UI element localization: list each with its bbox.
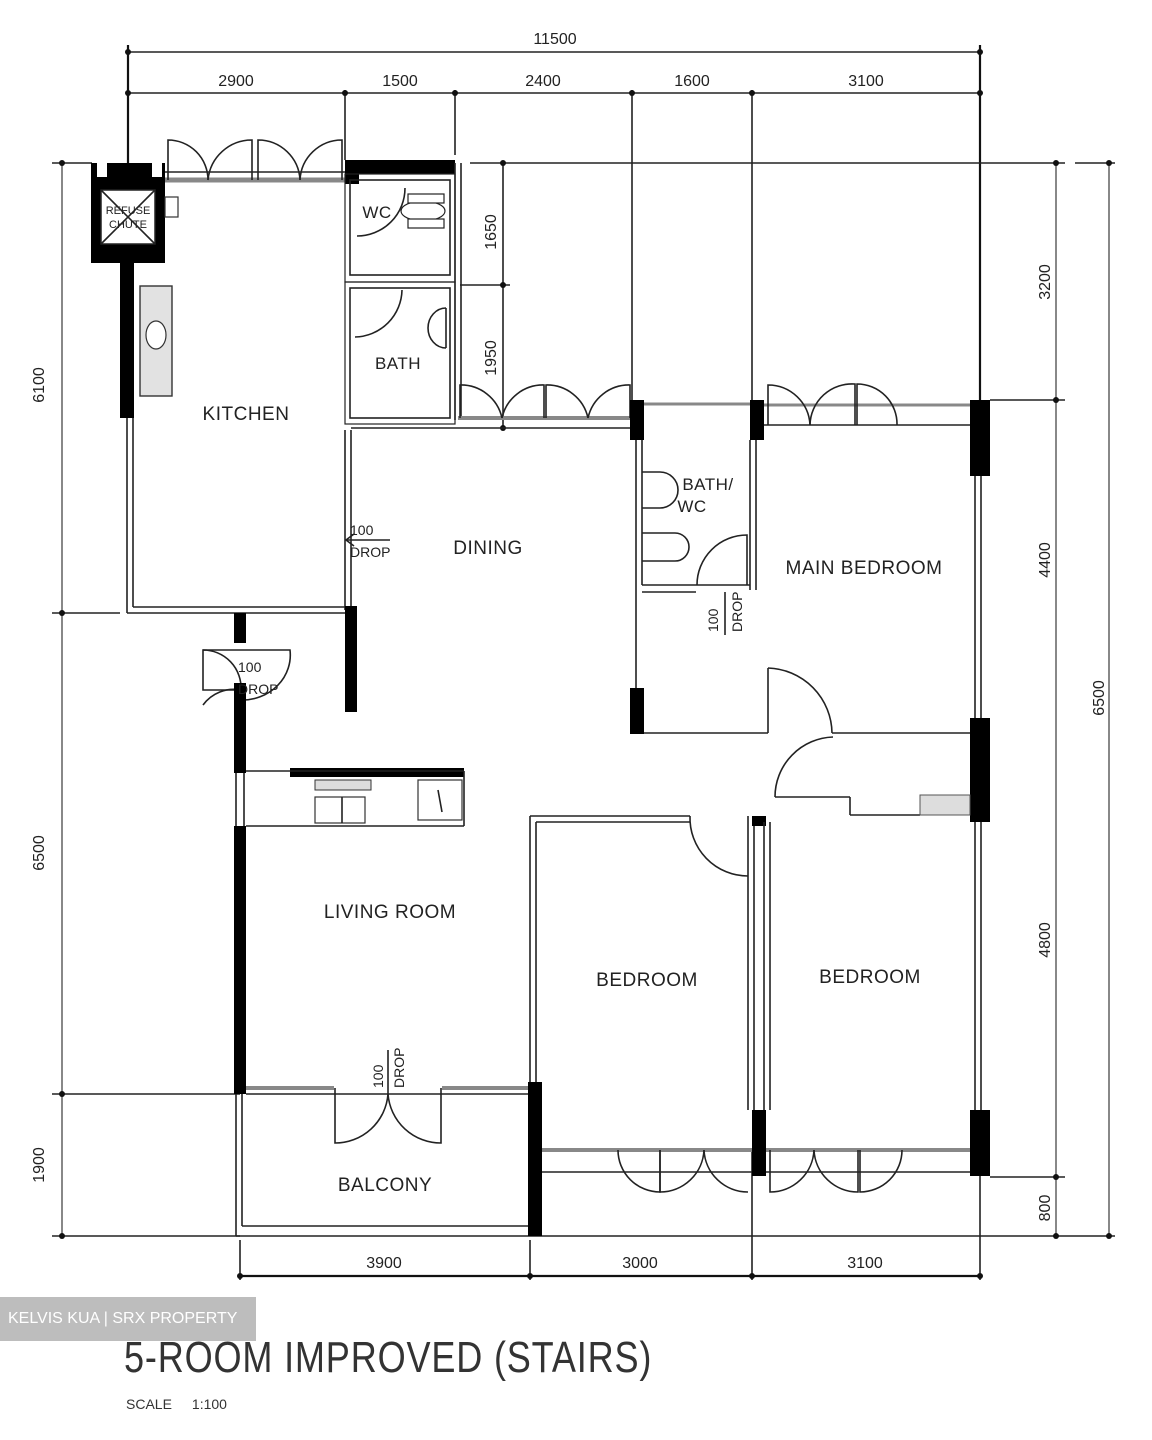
plan-title: 5-ROOM IMPROVED (STAIRS) [124, 1333, 653, 1382]
main-bedroom-walls [644, 383, 990, 734]
room-label-balcony: BALCONY [338, 1175, 432, 1196]
room-label-wc: WC [362, 203, 391, 222]
drop-label-living: DROP [238, 681, 278, 697]
drop-marker-dining [344, 533, 390, 547]
dim-wc: 1650 [483, 214, 500, 250]
living-room-walls [202, 649, 465, 1094]
dim-top-5: 3100 [848, 73, 884, 90]
dim-bottom-3: 3100 [847, 1255, 883, 1272]
wc-bath-block [344, 160, 456, 425]
right-dimension-lines [470, 160, 1115, 1239]
kitchen-walls [126, 171, 352, 614]
dim-top-3: 2400 [525, 73, 561, 90]
dim-bottom-2: 3000 [622, 1255, 658, 1272]
kitchen-doors [167, 139, 343, 181]
dim-top-total: 11500 [533, 31, 576, 48]
dim-top-2: 1500 [382, 73, 418, 90]
refuse-chute [91, 163, 165, 418]
room-label-bath-wc-1: BATH/ [682, 475, 733, 494]
room-label-bath: BATH [375, 354, 421, 373]
dim-right-2: 4400 [1037, 542, 1054, 578]
dim-right-3: 4800 [1037, 922, 1054, 958]
left-dimension-lines [52, 160, 240, 1239]
scale-label: SCALE [126, 1396, 172, 1412]
drop-value-dining: 100 [350, 522, 374, 538]
drop-value-master-bath: 100 [705, 608, 721, 632]
drop-value-living: 100 [238, 659, 262, 675]
corridor-store [774, 718, 990, 822]
room-label-bedroom-2: BEDROOM [819, 967, 921, 988]
dim-top-1: 2900 [218, 73, 254, 90]
dim-left-1: 6100 [31, 367, 48, 403]
room-label-bath-wc-2: WC [677, 497, 706, 516]
drop-value-balcony: 100 [370, 1064, 386, 1088]
dim-right-total: 6500 [1091, 680, 1108, 716]
dim-bottom-1: 3900 [366, 1255, 402, 1272]
room-label-dining: DINING [453, 538, 523, 559]
top-dimension-lines [125, 45, 983, 400]
dim-top-4: 1600 [674, 73, 710, 90]
dim-left-3: 1900 [31, 1147, 48, 1183]
scale-value: 1:100 [191, 1396, 227, 1412]
dining-top-windows [351, 163, 632, 429]
bedroom-2-walls [752, 816, 990, 1193]
master-bath-block [630, 400, 764, 734]
room-label-bedroom-1: BEDROOM [596, 970, 698, 991]
drop-label-balcony: DROP [391, 1048, 407, 1088]
drop-label-dining: DROP [350, 544, 390, 560]
bedroom-1-walls [529, 815, 755, 1193]
scale-note: SCALE 1:100 [126, 1396, 227, 1412]
dim-right-4: 800 [1037, 1195, 1054, 1222]
watermark-banner: KELVIS KUA | SRX PROPERTY [0, 1297, 256, 1341]
drop-label-master-bath: DROP [729, 592, 745, 632]
room-label-main-bedroom: MAIN BEDROOM [786, 558, 943, 579]
balcony-walls [235, 1050, 542, 1237]
refuse-chute-label-2: CHUTE [109, 219, 147, 231]
dim-left-2: 6500 [31, 835, 48, 871]
wc-bath-dimension-lines [460, 160, 510, 431]
dim-bath: 1950 [483, 340, 500, 376]
room-label-kitchen: KITCHEN [203, 404, 290, 425]
room-label-living-room: LIVING ROOM [324, 902, 456, 923]
refuse-chute-label-1: REFUSE [106, 205, 151, 217]
dining-wall-pier [234, 606, 357, 712]
dim-right-1: 3200 [1037, 264, 1054, 300]
